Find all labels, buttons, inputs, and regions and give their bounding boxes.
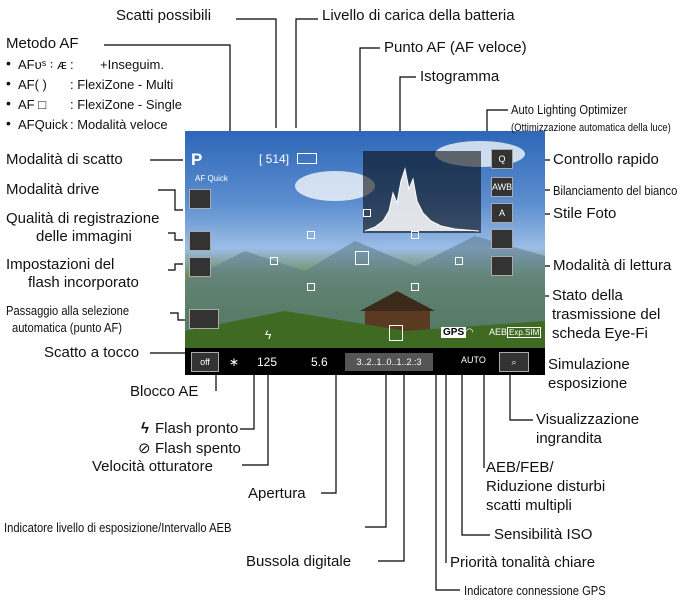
- label-flash-spento: Flash spento: [155, 440, 241, 458]
- label-alo-sub: (Ottimizzazione automatica della luce): [511, 119, 671, 137]
- label-stile-foto: Stile Foto: [553, 205, 616, 223]
- label-modalita-drive: Modalità drive: [6, 181, 99, 199]
- drive-button[interactable]: [189, 189, 211, 209]
- label-flash-pronto: Flash pronto: [155, 420, 238, 438]
- compass-icon: [389, 325, 403, 341]
- label-simulazione-2: esposizione: [548, 375, 627, 393]
- label-visual-1: Visualizzazione: [536, 411, 639, 429]
- shots-remaining: [ 514]: [259, 152, 289, 166]
- af-single-text: : FlexiZone - Single: [70, 96, 182, 114]
- label-eyefi-1: Stato della: [552, 287, 623, 305]
- af-point: [270, 257, 278, 265]
- label-scatti-possibili: Scatti possibili: [116, 7, 211, 25]
- exposure-scale: 3..2..1..0..1..2.:3: [345, 353, 433, 371]
- af-quick-code: AFQuick: [18, 116, 68, 134]
- shooting-mode: P: [191, 150, 202, 170]
- flash-settings-button[interactable]: [189, 257, 211, 277]
- label-indicatore-esp: Indicatore livello di esposizione/Interv…: [4, 519, 231, 537]
- af-point: [455, 257, 463, 265]
- shutter-speed: 125: [257, 355, 277, 369]
- label-velocita: Velocità otturatore: [92, 458, 213, 476]
- flash-off-icon: ⊘: [138, 440, 151, 458]
- af-point: [411, 231, 419, 239]
- af-quick-indicator: AF Quick: [195, 174, 228, 183]
- label-qualita-2: delle immagini: [36, 228, 132, 246]
- label-lettura: Modalità di lettura: [553, 257, 671, 275]
- label-blocco-ae: Blocco AE: [130, 383, 198, 401]
- label-qualita-1: Qualità di registrazione: [6, 210, 159, 228]
- exposure-simulation: Exp.SIM: [507, 327, 541, 338]
- label-controllo-rapido: Controllo rapido: [553, 151, 659, 169]
- label-batteria: Livello di carica della batteria: [322, 7, 515, 25]
- af-point: [363, 209, 371, 217]
- af-point: [307, 283, 315, 291]
- af-multi-code: AF( ): [18, 76, 47, 94]
- label-flash-1: Impostazioni del: [6, 256, 114, 274]
- label-simulazione-1: Simulazione: [548, 356, 630, 374]
- label-bussola: Bussola digitale: [246, 553, 351, 571]
- lightning-icon: ϟ: [141, 420, 149, 438]
- af-single-code: AF □: [18, 96, 46, 114]
- label-apertura: Apertura: [248, 485, 306, 503]
- ae-lock: ∗: [229, 355, 239, 369]
- label-passaggio-2: automatica (punto AF): [12, 319, 122, 337]
- label-alo: Auto Lighting Optimizer: [511, 101, 627, 119]
- af-face-code: AFᴜˢ ꞉ ᴁ: [18, 56, 67, 74]
- label-aeb-3: scatti multipli: [486, 497, 572, 515]
- touch-shutter-button[interactable]: off: [191, 352, 219, 372]
- iso-auto: AUTO: [461, 355, 486, 365]
- picture-style-button[interactable]: A: [491, 203, 513, 223]
- bullet: •: [6, 115, 11, 131]
- gps-indicator: GPS: [441, 327, 466, 338]
- label-istogramma: Istogramma: [420, 68, 499, 86]
- af-face-text: +Inseguim.: [100, 56, 164, 74]
- quick-control-button[interactable]: Q: [491, 149, 513, 169]
- label-passaggio-1: Passaggio alla selezione: [6, 302, 129, 320]
- auto-af-select-button[interactable]: [189, 309, 219, 329]
- af-point: [307, 231, 315, 239]
- af-quick-text: : Modalità veloce: [70, 116, 168, 134]
- label-metodo-af: Metodo AF: [6, 35, 79, 53]
- metering-button[interactable]: [491, 256, 513, 276]
- bullet: •: [6, 95, 11, 111]
- aperture: 5.6: [311, 355, 328, 369]
- aeb-indicator: AEB: [489, 327, 507, 337]
- label-scatto-tocco: Scatto a tocco: [44, 344, 139, 362]
- bullet: •: [6, 75, 11, 91]
- af-point: [411, 283, 419, 291]
- battery-icon: [297, 153, 317, 164]
- white-balance-button[interactable]: AWB: [491, 177, 513, 197]
- flash-ready-indicator: ϟ: [265, 328, 271, 342]
- label-flash-2: flash incorporato: [28, 274, 139, 292]
- label-eyefi-3: scheda Eye-Fi: [552, 325, 648, 343]
- label-iso: Sensibilità ISO: [494, 526, 592, 544]
- label-visual-2: ingrandita: [536, 430, 602, 448]
- quality-button[interactable]: [189, 231, 211, 251]
- label-bilanciamento: Bilanciamento del bianco: [553, 182, 677, 200]
- eye-fi-icon: ◠: [465, 327, 474, 338]
- bullet: •: [6, 55, 11, 71]
- af-quick-point: [355, 251, 369, 265]
- label-aeb-1: AEB/FEB/: [486, 459, 554, 477]
- label-eyefi-2: trasmissione del: [552, 306, 660, 324]
- label-punto-af: Punto AF (AF veloce): [384, 39, 527, 57]
- alo-button[interactable]: [491, 229, 513, 249]
- magnifier-icon[interactable]: ⌕: [499, 352, 529, 372]
- label-priorita: Priorità tonalità chiare: [450, 554, 595, 572]
- label-gps: Indicatore connessione GPS: [464, 582, 606, 600]
- camera-live-view-screen: P [ 514] AF Quick Q AWB A ϟ ◠ off ∗ 125 …: [185, 131, 545, 375]
- label-aeb-2: Riduzione disturbi: [486, 478, 605, 496]
- label-modalita-scatto: Modalità di scatto: [6, 151, 123, 169]
- af-multi-text: : FlexiZone - Multi: [70, 76, 173, 94]
- af-face-sep: :: [70, 56, 74, 74]
